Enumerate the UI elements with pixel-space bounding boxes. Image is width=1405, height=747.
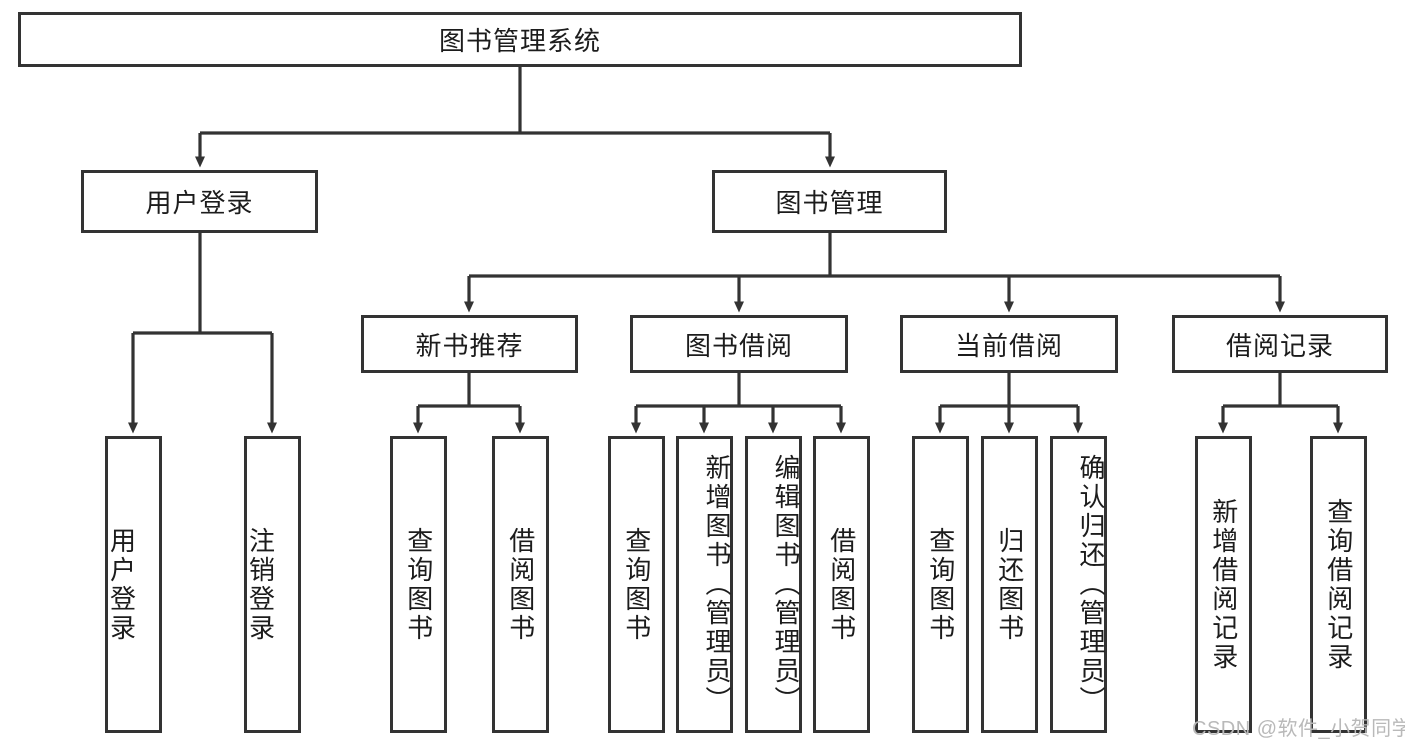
- csdn-watermark: CSDN @软件_小贺同学: [1192, 718, 1405, 740]
- leaf-label: 查询图书: [925, 526, 956, 643]
- leaf-label: 新增图书（管理员）: [702, 454, 732, 715]
- leaf-query-books-current[interactable]: 查询图书: [912, 436, 969, 733]
- leaf-label: 借阅图书: [826, 526, 857, 643]
- leaf-label: 查询借阅记录: [1323, 497, 1354, 672]
- node-current-borrowing[interactable]: 当前借阅: [900, 315, 1118, 373]
- leaf-label: 归还图书: [994, 526, 1025, 643]
- leaf-label: 编辑图书（管理员）: [771, 454, 801, 715]
- leaf-label: 查询图书: [403, 526, 434, 643]
- leaf-confirm-return-admin[interactable]: 确认归还（管理员）: [1050, 436, 1107, 733]
- node-user-login[interactable]: 用户登录: [81, 170, 318, 233]
- leaf-edit-book-admin[interactable]: 编辑图书（管理员）: [745, 436, 802, 733]
- leaf-label: 新增借阅记录: [1208, 497, 1239, 672]
- leaf-label: 用户登录: [106, 526, 137, 643]
- node-book-management[interactable]: 图书管理: [712, 170, 947, 233]
- node-book-borrowing[interactable]: 图书借阅: [630, 315, 848, 373]
- leaf-return-books[interactable]: 归还图书: [981, 436, 1038, 733]
- leaf-label: 借阅图书: [505, 526, 536, 643]
- node-root-book-management-system[interactable]: 图书管理系统: [18, 12, 1022, 67]
- leaf-label: 注销登录: [245, 526, 276, 643]
- leaf-add-borrow-record[interactable]: 新增借阅记录: [1195, 436, 1252, 733]
- leaf-label: 确认归还（管理员）: [1076, 454, 1106, 715]
- leaf-user-login[interactable]: 用户登录: [105, 436, 162, 733]
- leaf-query-books-recommendation[interactable]: 查询图书: [390, 436, 447, 733]
- leaf-query-books-borrowing[interactable]: 查询图书: [608, 436, 665, 733]
- node-borrowing-records[interactable]: 借阅记录: [1172, 315, 1388, 373]
- leaf-add-book-admin[interactable]: 新增图书（管理员）: [676, 436, 733, 733]
- leaf-borrow-books-borrowing[interactable]: 借阅图书: [813, 436, 870, 733]
- node-new-book-recommendation[interactable]: 新书推荐: [361, 315, 578, 373]
- leaf-label: 查询图书: [621, 526, 652, 643]
- leaf-query-borrow-record[interactable]: 查询借阅记录: [1310, 436, 1367, 733]
- leaf-borrow-books-recommendation[interactable]: 借阅图书: [492, 436, 549, 733]
- leaf-logout[interactable]: 注销登录: [244, 436, 301, 733]
